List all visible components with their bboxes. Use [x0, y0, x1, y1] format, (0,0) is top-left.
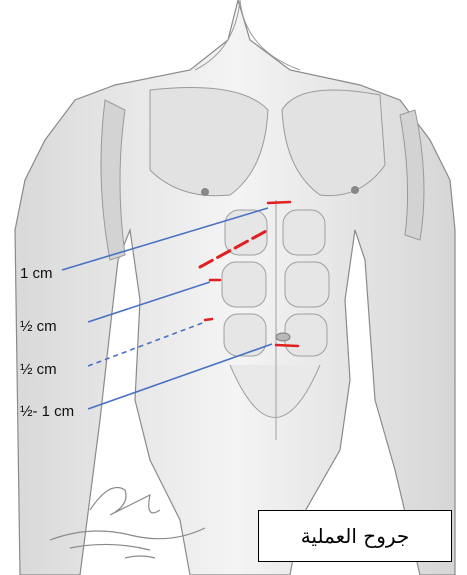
- incision-3: [205, 319, 212, 320]
- label-incision-2: ½ cm: [20, 318, 57, 335]
- caption-text: جروح العملية: [301, 524, 410, 548]
- nipple-right: [351, 186, 359, 194]
- label-incision-4: ½- 1 cm: [20, 403, 74, 420]
- incision-1: [268, 202, 290, 203]
- nipple-left: [201, 188, 209, 196]
- label-incision-1: 1 cm: [20, 265, 53, 282]
- caption-box: جروح العملية: [258, 510, 452, 562]
- navel: [276, 333, 290, 341]
- artist-signature: [30, 470, 230, 565]
- label-incision-3: ½ cm: [20, 361, 57, 378]
- incision-4: [276, 345, 298, 346]
